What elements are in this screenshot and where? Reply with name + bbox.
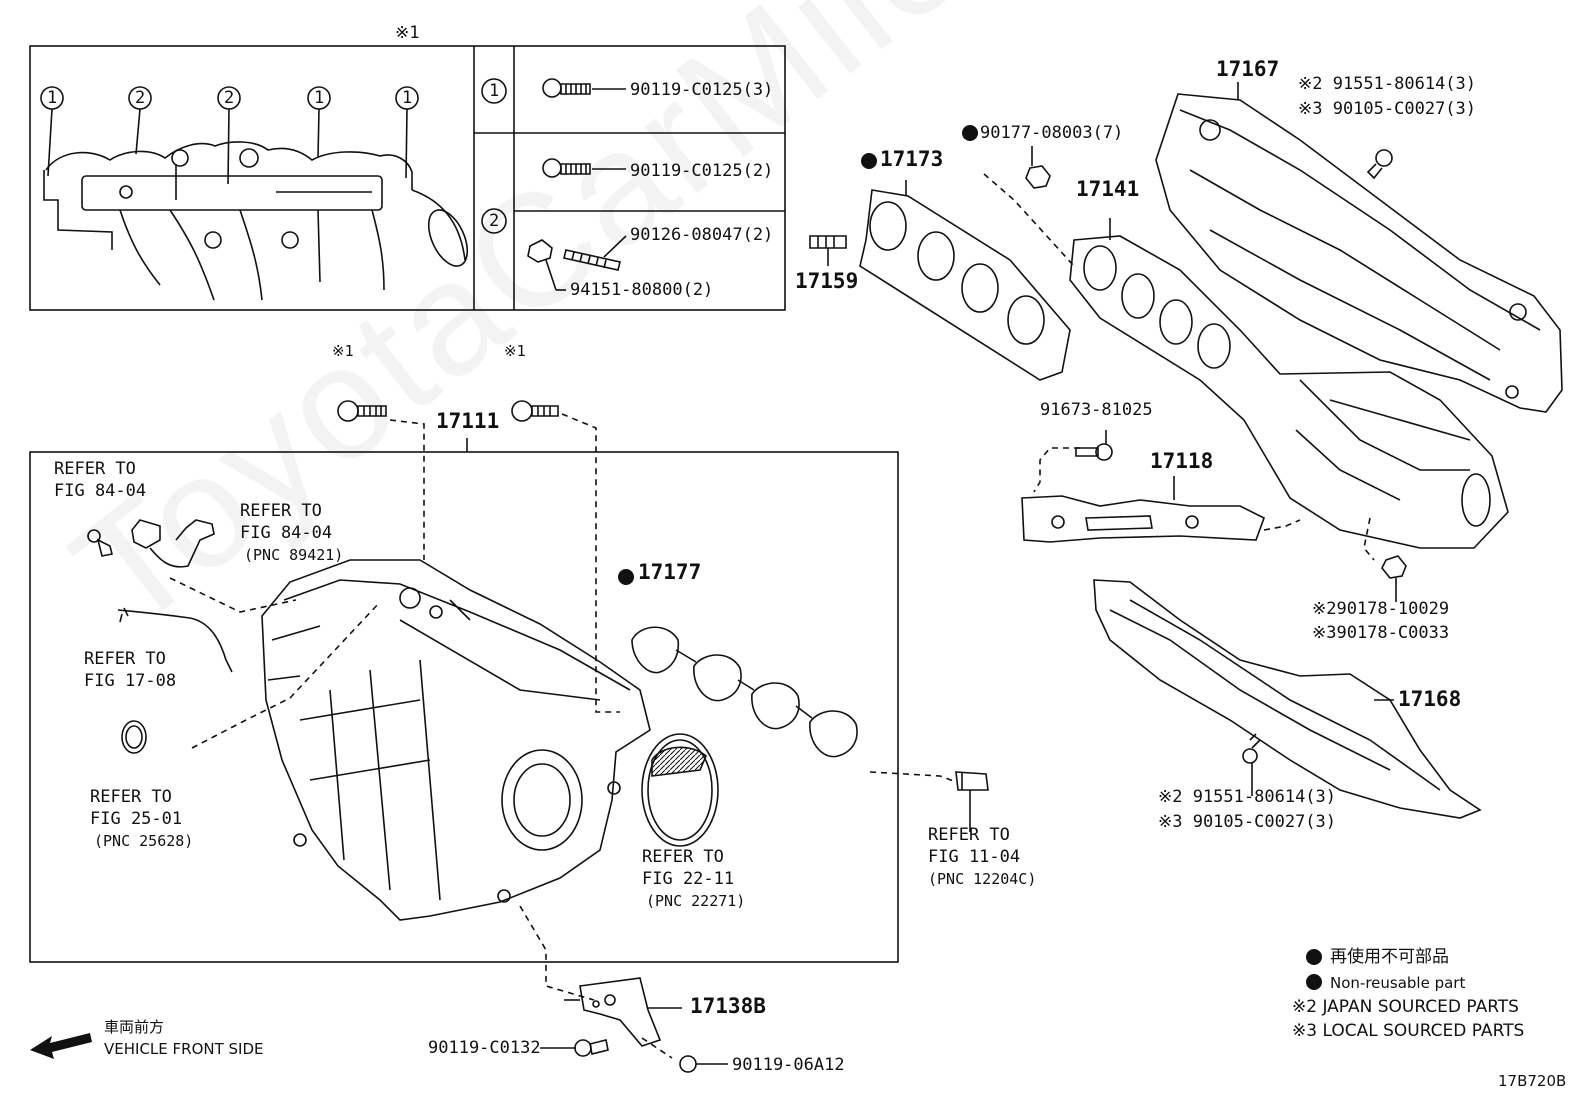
nonreusable-dot: [861, 153, 877, 169]
nut-icon: [1025, 146, 1051, 189]
legend-nonreusable-jp: 再使用不可部品: [1330, 947, 1449, 967]
flange-sketch: [43, 141, 413, 250]
nonreusable-dot: [1306, 974, 1322, 990]
part-17159[interactable]: 17159: [795, 269, 859, 293]
bolt-icon: [1075, 430, 1113, 461]
sensor-icon: [955, 771, 989, 832]
group-2-label: 2: [489, 211, 500, 231]
refer-25-01-pnc: (PNC 25628): [94, 832, 194, 850]
legend-nonreusable-en: Non-reusable part: [1330, 974, 1466, 992]
bolt-icon: [542, 78, 626, 98]
nonreusable-dot: [618, 569, 634, 585]
callout-1-label: 1: [47, 88, 58, 108]
part-91551-80614-top[interactable]: ※2 91551-80614(3): [1298, 74, 1477, 94]
vehicle-front-jp: 車両前方: [104, 1018, 165, 1036]
part-17173[interactable]: 17173: [880, 147, 944, 171]
part-90126-08047[interactable]: 90126-08047(2): [630, 225, 774, 245]
nut-icon: [527, 239, 566, 291]
part-90177-08003[interactable]: 90177-08003(7): [980, 123, 1124, 143]
ring-icon: [121, 720, 147, 754]
refer-25-01-line2[interactable]: FIG 25-01: [90, 809, 183, 829]
nut-icon: [1381, 555, 1407, 602]
part-17167[interactable]: 17167: [1216, 57, 1280, 81]
nonreusable-dot: [1306, 949, 1322, 965]
refer-11-04-line2[interactable]: FIG 11-04: [928, 847, 1021, 867]
part-90105-C0027-bottom[interactable]: ※3 90105-C0027(3): [1158, 812, 1337, 832]
stud-icon: [809, 235, 847, 266]
bolt-icon: [1366, 149, 1393, 180]
refer-84-04-a-line2[interactable]: FIG 84-04: [54, 481, 147, 501]
part-17168[interactable]: 17168: [1398, 687, 1462, 711]
hose-sketch: [117, 607, 233, 673]
throttle-gasket-icon: [641, 733, 719, 847]
part-94151-80800[interactable]: 94151-80800(2): [570, 280, 714, 300]
gasket-17177: [631, 626, 858, 758]
bolt-icon: [542, 158, 626, 178]
part-90178-C0033[interactable]: ※390178-C0033: [1312, 623, 1450, 643]
part-17111[interactable]: 17111: [436, 409, 500, 433]
part-91551-80614-bottom[interactable]: ※2 91551-80614(3): [1158, 787, 1337, 807]
note-1-mark: ※1: [395, 23, 420, 43]
nonreusable-dot: [962, 125, 978, 141]
part-90119-C0125-3[interactable]: 90119-C0125(3): [630, 80, 774, 100]
note-1-mark: ※1: [332, 342, 354, 360]
part-17141[interactable]: 17141: [1076, 177, 1140, 201]
stud-icon: [563, 235, 627, 271]
refer-22-11-line2[interactable]: FIG 22-11: [642, 869, 735, 889]
bolt-icon: [540, 1039, 609, 1057]
bracket-17118: [1021, 476, 1265, 543]
part-90119-06A12[interactable]: 90119-06A12: [732, 1055, 845, 1075]
intake-manifold: [261, 559, 651, 921]
refer-11-04-pnc: (PNC 12204C): [928, 870, 1037, 888]
detail-box: [29, 45, 786, 311]
vehicle-front-en: VEHICLE FRONT SIDE: [104, 1040, 264, 1058]
refer-22-11-pnc: (PNC 22271): [646, 892, 746, 910]
refer-84-04-a-line1[interactable]: REFER TO: [54, 459, 136, 479]
refer-17-08-line1[interactable]: REFER TO: [84, 649, 166, 669]
refer-84-04-b-pnc: (PNC 89421): [244, 546, 344, 564]
refer-84-04-b-line1[interactable]: REFER TO: [240, 501, 322, 521]
vehicle-front-arrow-icon: [30, 1033, 92, 1059]
part-17138B[interactable]: 17138B: [690, 994, 766, 1018]
callout-2-label: 2: [224, 88, 235, 108]
heat-insulator-17168: [1093, 579, 1482, 819]
legend-local-sourced: ※3 LOCAL SOURCED PARTS: [1292, 1021, 1525, 1041]
part-17177[interactable]: 17177: [638, 560, 702, 584]
refer-25-01-line1[interactable]: REFER TO: [90, 787, 172, 807]
legend-japan-sourced: ※2 JAPAN SOURCED PARTS: [1292, 997, 1519, 1017]
intake-box: [29, 451, 899, 963]
part-17118[interactable]: 17118: [1150, 449, 1214, 473]
refer-11-04-line1[interactable]: REFER TO: [928, 825, 1010, 845]
callout-1-label: 1: [314, 88, 325, 108]
part-90105-C0027-top[interactable]: ※3 90105-C0027(3): [1298, 99, 1477, 119]
group-1-circle: [481, 78, 507, 104]
refer-84-04-b-line2[interactable]: FIG 84-04: [240, 523, 333, 543]
callout-2-label: 2: [135, 88, 146, 108]
figure-id: 17B720B: [1498, 1072, 1567, 1090]
part-91673-81025[interactable]: 91673-81025: [1040, 400, 1153, 420]
refer-17-08-line2[interactable]: FIG 17-08: [84, 671, 177, 691]
group-2-circle: [481, 208, 507, 234]
refer-22-11-line1[interactable]: REFER TO: [642, 847, 724, 867]
sensor-icon: [87, 519, 215, 568]
note-1-mark: ※1: [504, 342, 526, 360]
part-90119-C0132[interactable]: 90119-C0132: [428, 1038, 541, 1058]
callout-1-label: 1: [402, 88, 413, 108]
bracket-17138B: [564, 977, 682, 1047]
part-90119-C0125-2[interactable]: 90119-C0125(2): [630, 161, 774, 181]
bolt-icon: [511, 400, 559, 422]
exhaust-manifold-17141: [1069, 218, 1509, 549]
part-90178-10029[interactable]: ※290178-10029: [1312, 599, 1450, 619]
gasket-17173: [859, 180, 1071, 381]
heat-insulator-17167: [1155, 82, 1563, 413]
bolt-icon: [1242, 733, 1261, 796]
group-1-label: 1: [489, 81, 500, 101]
bolt-icon: [337, 400, 387, 422]
bolt-icon: [679, 1055, 728, 1073]
